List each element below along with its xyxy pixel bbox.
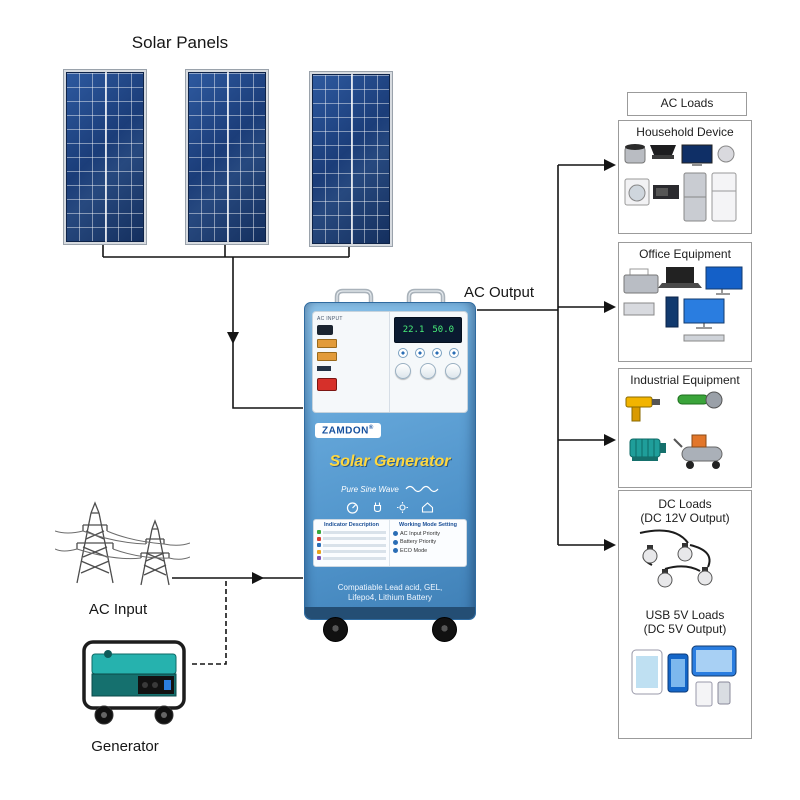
indicator-description-column: Indicator Description — [314, 520, 390, 566]
feature-icons — [305, 501, 475, 514]
office-equipment-label: Office Equipment — [639, 247, 731, 261]
display-panel: 22.1 50.0 — [390, 312, 467, 412]
generator-label: Generator — [91, 738, 159, 755]
lcd-display: 22.1 50.0 — [394, 317, 463, 343]
industrial-equipment-box: Industrial Equipment — [618, 368, 752, 488]
dc-loads-subtitle: (DC 12V Output) — [640, 511, 730, 525]
dc-loads-title: DC Loads — [658, 497, 712, 511]
indicator-light-2 — [414, 348, 425, 358]
battery-compatibility-note: Compatiable Lead acid, GEL, Lifepo4, Lit… — [337, 583, 443, 602]
mode-row: Battery Priority — [393, 539, 463, 545]
generator-machine-image — [82, 640, 186, 725]
solar-panel-2 — [186, 70, 268, 244]
mode-row: ECO Mode — [393, 548, 463, 554]
solar-generator-unit: AC INPUT 22.1 50.0 — [303, 286, 477, 642]
office-equipment-image — [623, 266, 743, 342]
pure-sine-wave-badge: Pure Sine Wave — [305, 483, 475, 495]
gauge-icon — [346, 502, 359, 514]
mode-icon — [393, 531, 398, 536]
transmission-towers-image — [55, 501, 190, 586]
ac-socket[interactable] — [317, 325, 333, 335]
left-wheel — [323, 617, 348, 642]
solar-panel-3 — [310, 72, 392, 246]
power-rocker-switch[interactable] — [317, 378, 337, 391]
right-wheel — [432, 617, 457, 642]
plug-icon — [373, 502, 382, 513]
household-device-box: Household Device — [618, 120, 752, 234]
sine-wave-icon — [405, 485, 439, 493]
office-equipment-box: Office Equipment — [618, 242, 752, 362]
power-button[interactable] — [445, 363, 462, 379]
ac-loads-header-box: AC Loads — [627, 92, 747, 116]
indicator-row — [317, 536, 386, 541]
ac-input-panel-label: AC INPUT — [317, 316, 343, 322]
carry-handles — [334, 288, 446, 306]
working-mode-column: Working Mode Setting AC Input Priority B… — [390, 520, 466, 566]
indicator-description-header: Indicator Description — [323, 522, 379, 528]
indicator-light-1 — [397, 348, 408, 358]
usb-loads-title: USB 5V Loads — [645, 608, 725, 622]
indicator-row — [317, 549, 386, 554]
solar-panel-1 — [64, 70, 146, 244]
ac-loads-label: AC Loads — [660, 96, 714, 110]
usb-port-1[interactable] — [317, 339, 337, 348]
indicator-light-4 — [448, 348, 459, 358]
household-appliances-image — [624, 144, 737, 222]
select-button[interactable] — [420, 363, 437, 379]
working-mode-header: Working Mode Setting — [399, 522, 457, 528]
control-buttons — [395, 363, 462, 379]
mode-icon — [393, 539, 398, 545]
registered-mark: ® — [368, 425, 374, 431]
dc-bulbs-image — [639, 529, 713, 588]
input-panel: AC INPUT — [313, 312, 390, 412]
industrial-equipment-label: Industrial Equipment — [630, 373, 740, 387]
indicator-row — [317, 543, 386, 548]
ac-input-label: AC Input — [88, 601, 148, 618]
usb-port-2[interactable] — [317, 352, 337, 361]
settings-table: Indicator Description Working Mode Setti… — [313, 519, 467, 567]
dc-usb-loads-box: DC Loads (DC 12V Output) USB 5V Loads (D… — [618, 490, 752, 739]
solar-panels-label: Solar Panels — [131, 33, 229, 52]
unit-body: AC INPUT 22.1 50.0 — [304, 302, 476, 620]
ac-output-label: AC Output — [463, 284, 535, 301]
breaker-slot[interactable] — [317, 366, 331, 371]
industrial-equipment-image — [625, 391, 723, 469]
indicator-row — [317, 530, 386, 535]
mode-row: AC Input Priority — [393, 531, 463, 537]
arrowheads — [227, 159, 616, 584]
household-device-label: Household Device — [636, 125, 734, 139]
unit-base — [305, 607, 475, 619]
house-icon — [421, 502, 434, 513]
lcd-volts: 22.1 — [402, 325, 425, 335]
lcd-freq: 50.0 — [432, 325, 455, 335]
control-panel: AC INPUT 22.1 50.0 — [312, 311, 468, 413]
mode-button[interactable] — [395, 363, 412, 379]
usb-devices-image — [631, 645, 737, 707]
usb-loads-subtitle: (DC 5V Output) — [643, 622, 727, 636]
mode-icon — [393, 548, 398, 553]
brand-badge: ZAMDON® — [315, 423, 381, 439]
sun-icon — [397, 502, 408, 513]
indicator-lights — [397, 348, 459, 358]
indicator-row — [317, 556, 386, 561]
indicator-light-3 — [431, 348, 442, 358]
unit-title: Solar Generator — [329, 453, 451, 470]
